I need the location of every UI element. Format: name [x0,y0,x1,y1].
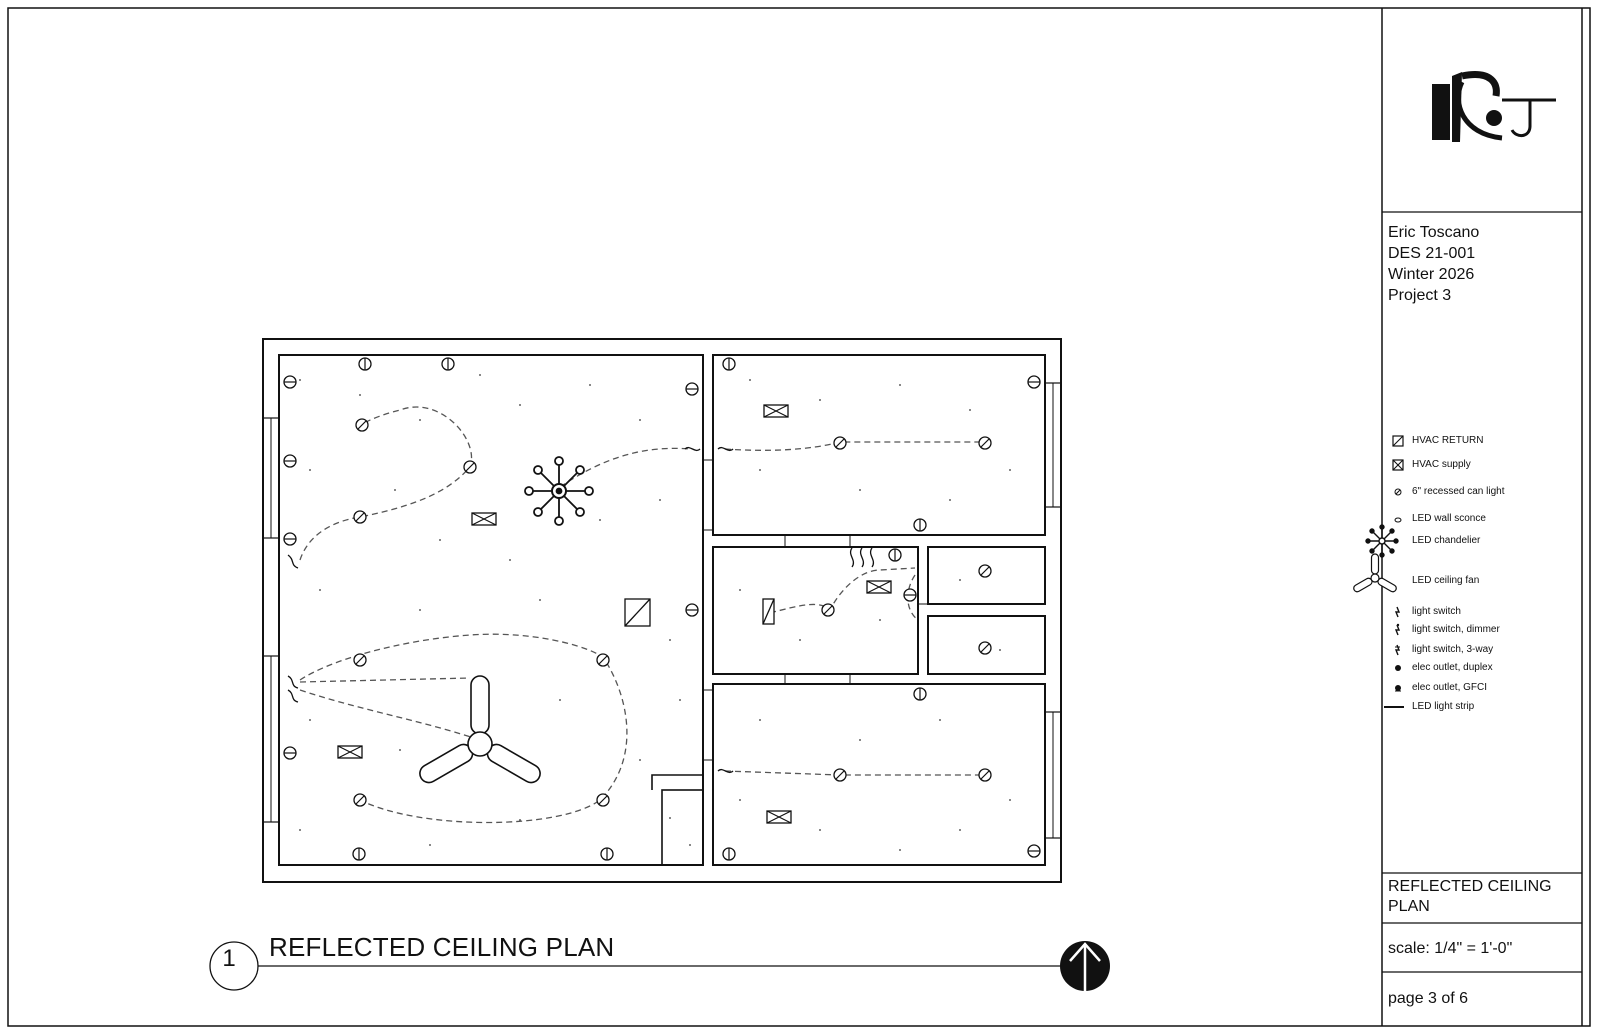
title-block-info: Eric Toscano DES 21-001 Winter 2026 Proj… [1388,222,1479,306]
legend-row: LED wall sconce [1394,513,1592,529]
drawing-title-block [209,941,1061,991]
legend-row: LED chandelier [1365,524,1592,558]
led-chandelier [524,456,594,526]
sheet-title: REFLECTED CEILING PLAN [1388,878,1552,915]
legend-row: LED light strip [1384,701,1592,717]
wall-sconces [283,357,1041,861]
recessed-can-lights [353,418,992,807]
legend-label: elec outlet, GFCI [1412,682,1488,693]
north-arrow-icon [1060,941,1110,991]
light-switch-icon [1390,604,1406,625]
light-switch-dimmer-icon [1390,622,1406,643]
drawing-number: 1 [222,945,236,972]
legend-row: light switch [1394,606,1592,622]
legend-row: elec outlet, GFCI [1395,682,1592,698]
wall-switches [287,446,875,774]
legend-label: HVAC RETURN [1412,435,1484,446]
led-wall-sconce-icon [1390,511,1406,532]
led-ceiling-fan [419,675,541,784]
legend-label: light switch, 3-way [1412,644,1494,655]
hvac-return-icon [1390,433,1406,454]
ceiling-texture [299,374,1011,851]
legend-label: light switch [1412,606,1461,617]
hvac-supplies [337,404,892,824]
term: Winter 2026 [1388,266,1475,283]
project-name: Project 3 [1388,287,1452,304]
legend-row: elec outlet, duplex [1395,662,1592,678]
hvac-returns [624,598,775,627]
light-switch-3way-icon [1390,642,1406,663]
legend-label: LED chandelier [1412,535,1481,546]
drawing-scale: scale: 1/4" = 1'-0" [1388,940,1513,957]
drawing-title: REFLECTED CEILING PLAN [269,932,615,962]
legend-label: elec outlet, duplex [1412,662,1493,673]
legend-row: HVAC RETURN [1392,435,1592,451]
outlet-duplex-icon [1390,660,1406,681]
logo-mark [1432,71,1556,142]
page-number: page 3 of 6 [1388,990,1469,1007]
legend-row: LED ceiling fan [1353,553,1592,593]
legend-row: light switch, 3-way [1394,644,1592,660]
floor-plan [262,338,1062,883]
hvac-supply-icon [1390,457,1406,478]
legend-label: LED wall sconce [1412,513,1486,524]
legend-row: light switch, dimmer [1394,623,1592,640]
legend-row: HVAC supply [1392,459,1592,475]
legend-label: LED light strip [1412,701,1475,712]
legend-label: HVAC supply [1412,459,1471,470]
recessed-can-light-icon [1390,484,1406,505]
legend-label: light switch, dimmer [1412,624,1500,635]
course-code: DES 21-001 [1388,245,1476,262]
outlet-gfci-icon [1390,680,1406,701]
legend-label: LED ceiling fan [1412,575,1480,586]
designer-name: Eric Toscano [1388,224,1480,241]
legend-label: 6" recessed can light [1412,486,1505,497]
legend-row: 6" recessed can light [1394,486,1592,502]
